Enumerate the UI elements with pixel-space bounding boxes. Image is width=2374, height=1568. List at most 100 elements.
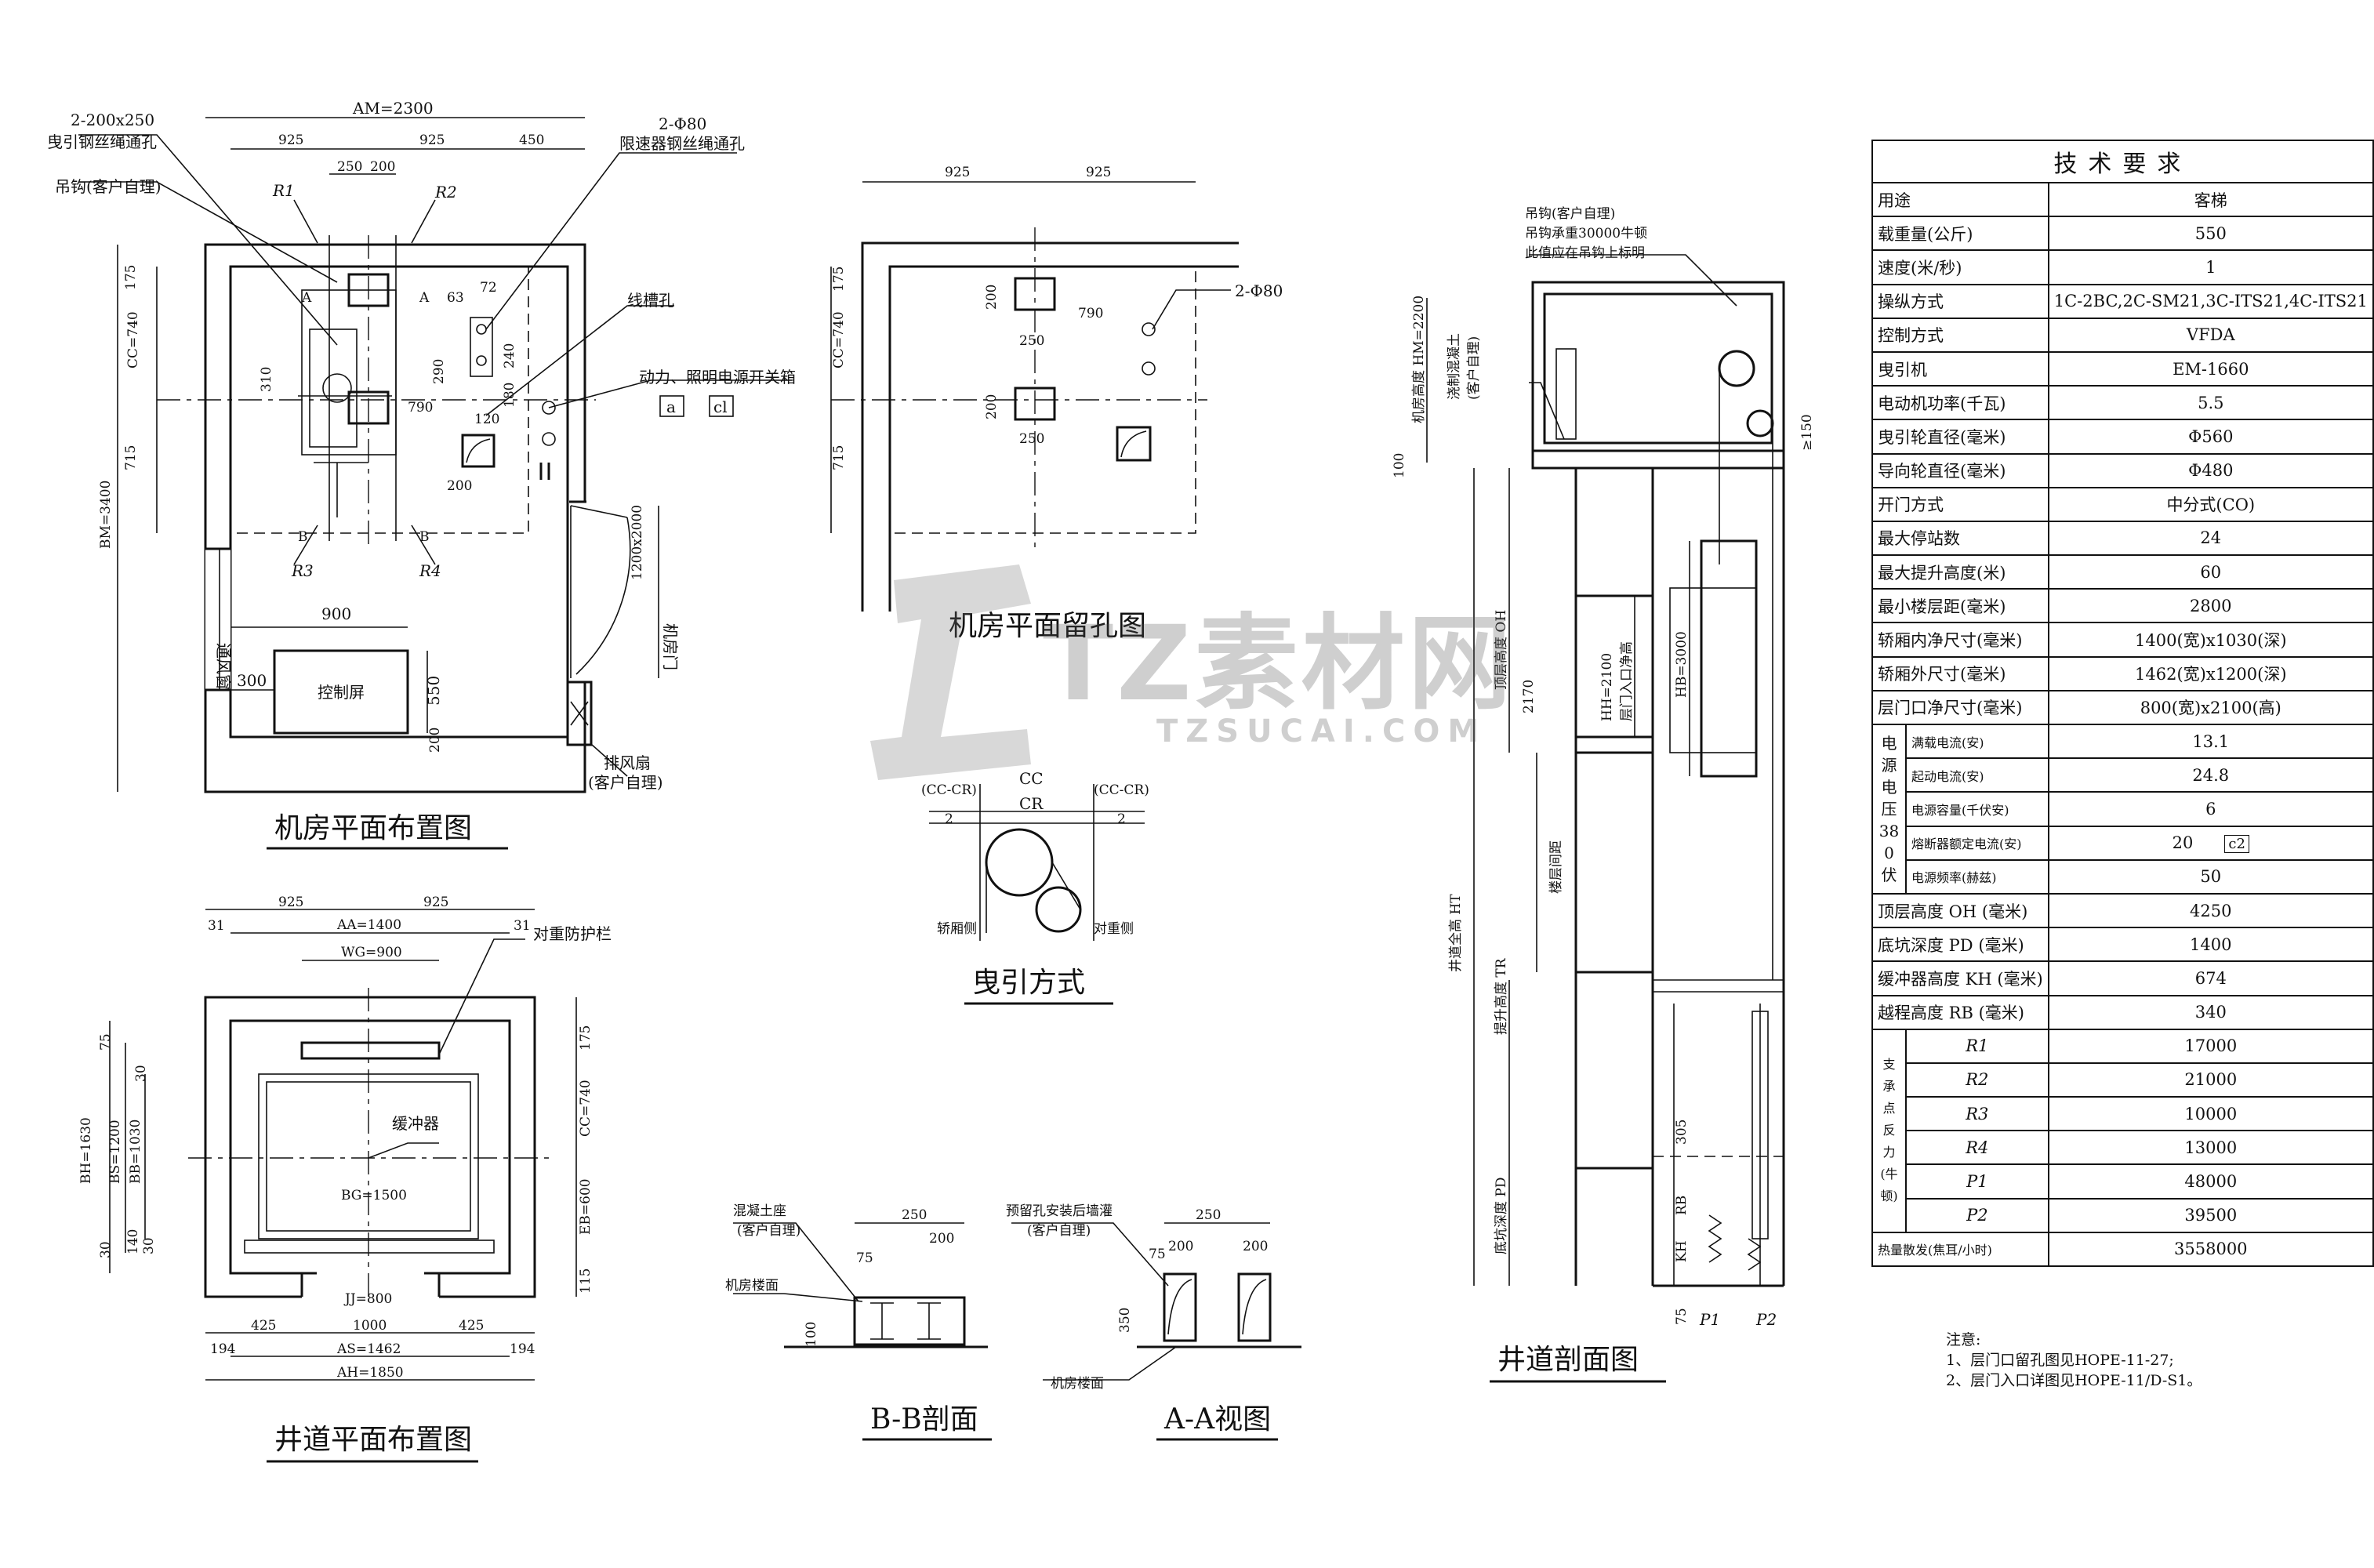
table-row: 电动机功率(千瓦)5.5 — [1871, 385, 2374, 421]
hp-dim-31-a: 31 — [208, 918, 225, 934]
dim-63: 63 — [447, 290, 464, 306]
table-row: 顶层高度 OH (毫米)4250 — [1871, 892, 2374, 929]
row-key: 轿厢内净尺寸(毫米) — [1871, 622, 2049, 658]
row-key: 最大停站数 — [1871, 520, 2049, 557]
hp-dim-425-b: 425 — [459, 1318, 484, 1334]
switch-a-label: a — [666, 397, 676, 416]
row-value: 4250 — [2047, 892, 2374, 929]
hoistway-as: AS=1462 — [336, 1341, 401, 1357]
row-value: 3558000 — [2047, 1231, 2374, 1268]
row-value: 中分式(CO) — [2047, 486, 2374, 522]
hp-dim-31-b: 31 — [514, 918, 531, 934]
dim-200-top: 200 — [370, 159, 395, 175]
row-value: 340 — [2047, 994, 2374, 1030]
hs-dim-75: 75 — [1674, 1308, 1690, 1325]
row-key: 用途 — [1871, 181, 2049, 218]
bb-section-title: B-B剖面 — [870, 1403, 978, 1436]
row-key: 满载电流(安) — [1904, 723, 2049, 760]
hs-hb-label: HB=3000 — [1674, 631, 1690, 698]
row-key: 曳引轮直径(毫米) — [1871, 419, 2049, 455]
hs-rb-label: RB — [1674, 1196, 1690, 1215]
aa-floor-label: 机房楼面 — [1051, 1376, 1104, 1392]
reserved-holes-label: 2-Φ80 — [1235, 281, 1283, 300]
hoistway-ah: AH=1850 — [336, 1365, 404, 1381]
traction-cc: CC — [1019, 769, 1044, 788]
dim-310: 310 — [259, 367, 274, 392]
traction-two-left: 2 — [945, 811, 953, 827]
table-row: 层门口净尺寸(毫米)800(宽)x2100(高) — [1871, 689, 2374, 726]
dim-925-a: 925 — [278, 132, 303, 148]
governor-desc: 限速器钢丝绳通孔 — [619, 134, 745, 153]
hp-dim-194-a: 194 — [210, 1341, 235, 1357]
row-key: 曳引机 — [1871, 350, 2049, 387]
table-row: 曳引轮直径(毫米)Φ560 — [1871, 419, 2374, 455]
bb-concrete-note: (客户自理) — [737, 1223, 800, 1239]
row-key: 最小楼层距(毫米) — [1871, 588, 2049, 624]
row-value: Φ480 — [2047, 452, 2374, 488]
row-value: 13000 — [2047, 1130, 2374, 1166]
row-value: VFDA — [2047, 317, 2374, 353]
row-value-text: 13.1 — [2192, 731, 2230, 751]
hoistway-aa: AA=1400 — [336, 917, 401, 933]
table-row: 开门方式中分式(CO) — [1871, 486, 2374, 522]
dim-250: 250 — [337, 159, 362, 175]
hp-dim-30-b: 30 — [98, 1241, 114, 1258]
table-title: 技术要求 — [1871, 140, 2374, 183]
door-size-dim: 1200x2000 — [630, 505, 645, 580]
traction-two-right: 2 — [1117, 811, 1126, 827]
reaction-group-label: 支承点反力(牛顿) — [1871, 1028, 1907, 1233]
hs-room-height: 机房高度 HM=2200 — [1411, 296, 1427, 423]
table-row: 最小楼层距(毫米)2800 — [1871, 588, 2374, 624]
table-row: 电源频率(赫兹) 50 — [1872, 858, 2374, 895]
row-key: 顶层高度 OH (毫米) — [1871, 892, 2049, 929]
hs-concrete-note: (客户自理) — [1466, 336, 1482, 400]
notes: 注意: 1、层门口留孔图见HOPE-11-27; 2、层门入口详图见HOPE-1… — [1946, 1330, 2202, 1391]
row-key: 电源频率(赫兹) — [1904, 858, 2049, 895]
aa-dim-200-a: 200 — [1168, 1239, 1193, 1254]
table-row: 轿厢外尺寸(毫米)1462(宽)x1200(深) — [1871, 655, 2374, 691]
door-label: 机房门 — [661, 623, 680, 670]
row-value: 800(宽)x2100(高) — [2047, 689, 2374, 726]
hs-kh-label: KH — [1674, 1240, 1690, 1262]
hs-hh-label: HH=2100 — [1599, 653, 1615, 721]
row-key: 熔断器额定电流(安) — [1904, 825, 2049, 861]
reserved-holes-plan: 2-Φ80 CC=740 925 925 175 715 790 250 250… — [830, 165, 1283, 642]
dim-925-b: 925 — [419, 132, 445, 148]
row-value: 1400(宽)x1030(深) — [2047, 622, 2374, 658]
fan-label: 排风扇 — [604, 753, 651, 772]
hoistway-plan: AA=1400 WG=900 对重防护栏 缓冲器 BG=1500 JJ=800 … — [78, 895, 612, 1463]
dim-450: 450 — [519, 132, 544, 148]
hs-floor-dist: 楼层间距 — [1548, 840, 1564, 894]
row-value: 550 — [2047, 216, 2374, 252]
traction-half-right: (CC-CR) — [1094, 782, 1149, 798]
row-value-text: 50 — [2200, 867, 2222, 887]
aa-dim-200-b: 200 — [1243, 1239, 1268, 1254]
hp-dim-1000: 1000 — [353, 1318, 387, 1334]
row-value: 6 — [2047, 791, 2374, 827]
hs-dim-100: 100 — [1392, 453, 1407, 478]
row-value: 5.5 — [2047, 385, 2374, 421]
cable-hole-label: 线槽孔 — [627, 291, 674, 310]
aa-dim-75: 75 — [1149, 1247, 1166, 1262]
hs-dim-2170: 2170 — [1521, 680, 1537, 713]
r2-marker: R2 — [434, 183, 457, 201]
reserved-dim-250-b: 250 — [1019, 431, 1044, 447]
row-key: 载重量(公斤) — [1871, 216, 2049, 252]
row-value: Φ560 — [2047, 419, 2374, 455]
hp-dim-925-b: 925 — [423, 895, 448, 910]
dim-175: 175 — [123, 265, 139, 290]
table-row: 电源容量(千伏安)6 — [1872, 791, 2374, 827]
dim-715: 715 — [123, 445, 139, 470]
hs-pd-label: 底坑深度 PD — [1494, 1178, 1509, 1254]
cw-guard-label: 对重防护栏 — [533, 924, 612, 943]
row-value: 1C-2BC,2C-SM21,3C-ITS21,4C-ITS21 — [2047, 283, 2374, 319]
row-value-text: 6 — [2205, 799, 2216, 818]
row-key: 速度(米/秒) — [1871, 249, 2049, 285]
row-key: R1 — [1904, 1028, 2049, 1064]
hs-p2-label: P2 — [1755, 1310, 1777, 1329]
